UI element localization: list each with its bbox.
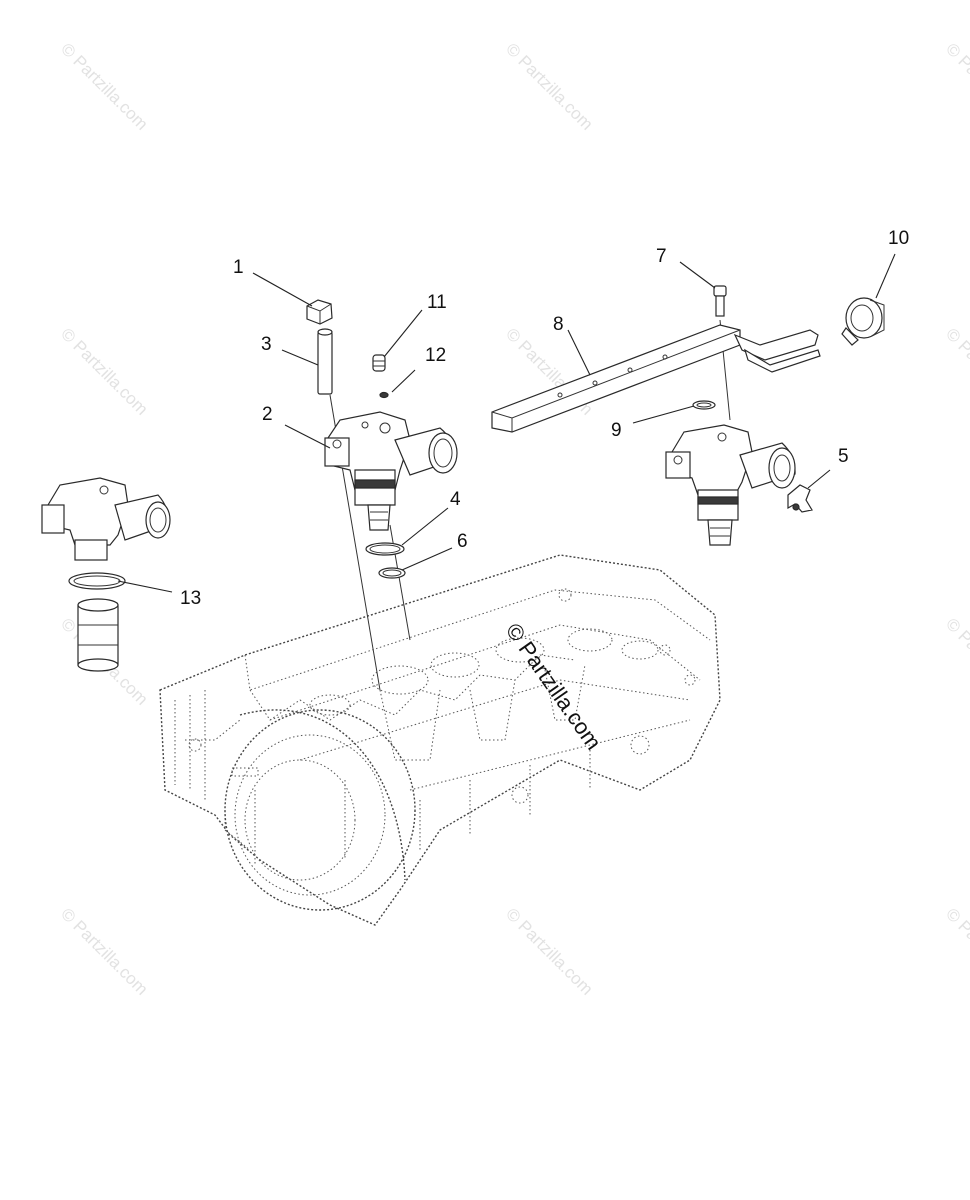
leader-3: [281, 349, 319, 366]
part-5-clip: [787, 484, 813, 513]
leader-8: [567, 329, 591, 376]
leader-1: [252, 272, 313, 307]
watermark: © Partzilla.com: [57, 904, 151, 998]
callout-13: 13: [180, 588, 201, 609]
watermark: © Partzilla.com: [502, 39, 596, 133]
leader-12: [391, 369, 416, 393]
part-1-nut: [306, 299, 333, 325]
cylinder-head-casting: [159, 554, 721, 926]
callout-4: 4: [450, 489, 461, 510]
watermark: © Partzilla.com: [57, 39, 151, 133]
callout-leaders: [117, 253, 896, 593]
leader-10: [875, 253, 896, 299]
callout-labels: 1 2 3 4 5 6 7 8 9 10 11 12 13: [180, 228, 909, 609]
part-8-fuel-rail: [491, 324, 821, 433]
right-injector: [665, 424, 796, 546]
watermark: © Partzilla.com: [942, 614, 970, 708]
watermark-group: © Partzilla.com © Partzilla.com © Partzi…: [57, 39, 970, 998]
part-9-o-ring: [692, 400, 716, 410]
leader-13: [117, 580, 173, 593]
part-13-injector-assembly: [41, 477, 171, 672]
leader-4: [401, 507, 449, 546]
part-6-o-ring: [378, 567, 406, 579]
callout-7: 7: [656, 246, 667, 267]
part-12-o-ring: [379, 391, 389, 399]
watermark: © Partzilla.com: [942, 904, 970, 998]
part-4-o-ring: [365, 542, 405, 556]
watermark: © Partzilla.com: [942, 324, 970, 418]
part-2-injector: [324, 411, 458, 531]
part-11-fitting: [372, 354, 386, 372]
part-3-pin: [317, 328, 333, 395]
callout-6: 6: [457, 531, 468, 552]
part-10-connector: [841, 297, 885, 346]
leader-6: [401, 547, 453, 571]
callout-3: 3: [261, 334, 272, 355]
leader-7: [679, 261, 716, 289]
callout-9: 9: [611, 420, 622, 441]
leader-2: [284, 424, 331, 449]
callout-11: 11: [427, 292, 447, 313]
callout-10: 10: [888, 228, 909, 249]
watermark: © Partzilla.com: [57, 324, 151, 418]
part-7-bolt: [713, 285, 727, 317]
watermark-center: © Partzilla.com: [501, 619, 607, 755]
callout-1: 1: [233, 257, 244, 278]
watermark: © Partzilla.com: [502, 904, 596, 998]
callout-12: 12: [425, 345, 446, 366]
leader-11: [383, 309, 423, 358]
callout-2: 2: [262, 404, 273, 425]
callout-8: 8: [553, 314, 564, 335]
leader-5: [807, 469, 831, 489]
watermark: © Partzilla.com: [942, 39, 970, 133]
callout-5: 5: [838, 446, 849, 467]
leader-9: [632, 405, 695, 424]
